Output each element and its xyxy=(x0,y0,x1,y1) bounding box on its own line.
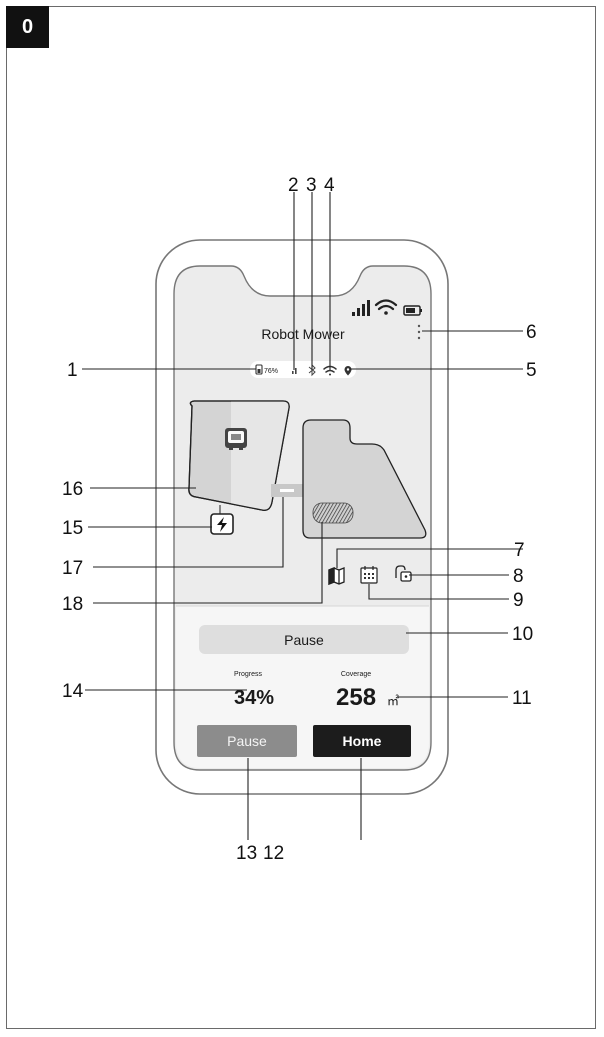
lawn-zone-left-outline xyxy=(188,400,290,511)
coverage-value: 258 xyxy=(336,684,376,711)
schedule-icon[interactable] xyxy=(360,566,378,584)
callout-8: 8 xyxy=(513,566,524,587)
callout-10: 10 xyxy=(512,624,533,645)
primary-pause-button-label: Pause xyxy=(284,632,324,648)
home-button-label: Home xyxy=(343,733,382,749)
progress-label: Progress xyxy=(234,671,263,678)
mower-battery-percent: 76% xyxy=(264,368,278,375)
callout-9: 9 xyxy=(513,590,524,611)
pause-button[interactable] xyxy=(197,725,297,757)
primary-pause-button[interactable] xyxy=(199,625,409,654)
map-icon[interactable] xyxy=(328,567,345,585)
mower-signal-icon xyxy=(292,368,297,374)
no-go-zone xyxy=(312,502,354,524)
coverage-unit: ㎡ xyxy=(387,694,399,708)
lawn-zone-left-mowed xyxy=(231,401,290,511)
robot-mower-icon xyxy=(225,428,247,450)
callout-7: 7 xyxy=(514,540,525,561)
callout-6: 6 xyxy=(526,322,537,343)
remote-control-icon[interactable] xyxy=(395,565,412,582)
leader-line-9 xyxy=(368,584,509,600)
leader-line-7 xyxy=(336,548,523,568)
app-title: Robot Mower xyxy=(261,326,345,342)
callout-13: 13 xyxy=(236,843,257,864)
callout-16: 16 xyxy=(62,479,83,500)
callout-17: 17 xyxy=(62,558,83,579)
passage-path-marker xyxy=(280,489,294,492)
progress-value: 34% xyxy=(234,687,274,709)
callout-15: 15 xyxy=(62,518,83,539)
more-menu-icon[interactable] xyxy=(417,324,421,340)
callout-1: 1 xyxy=(67,360,78,381)
pause-button-label: Pause xyxy=(227,733,267,749)
callout-12: 12 xyxy=(263,843,284,864)
callout-3: 3 xyxy=(306,175,317,196)
charging-station-icon xyxy=(210,505,234,535)
home-button[interactable] xyxy=(313,725,411,757)
cell-signal-icon xyxy=(352,300,370,316)
callout-5: 5 xyxy=(526,360,537,381)
figure-number-badge: 0 xyxy=(6,6,49,48)
figure-frame xyxy=(6,6,596,1029)
leader-line-17 xyxy=(93,497,284,568)
leader-line-18 xyxy=(93,522,323,604)
location-icon xyxy=(344,366,352,376)
callout-2: 2 xyxy=(288,175,299,196)
battery-icon xyxy=(403,305,422,316)
leader-lines xyxy=(82,192,523,840)
coverage-label: Coverage xyxy=(341,671,371,678)
callout-14: 14 xyxy=(62,681,84,702)
callout-18: 18 xyxy=(62,594,83,615)
callout-11: 11 xyxy=(512,688,532,709)
callout-4: 4 xyxy=(324,175,335,196)
wifi-icon xyxy=(374,299,398,315)
